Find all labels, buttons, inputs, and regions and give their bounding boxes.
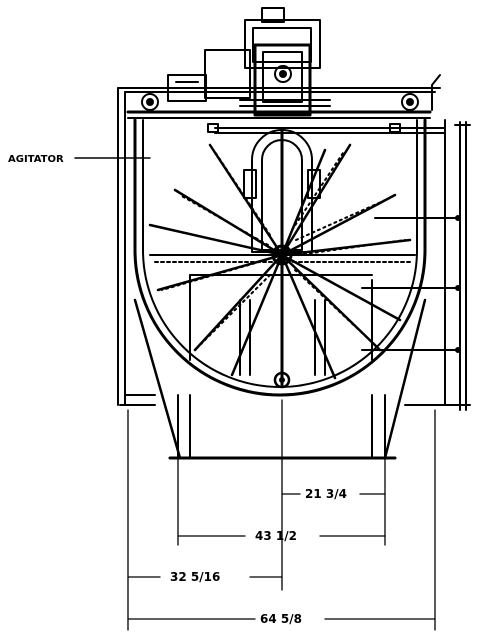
base-legs <box>119 298 466 460</box>
agitator <box>148 128 412 389</box>
dimension-32-5-16: 32 5/16 <box>170 570 220 584</box>
dimension-21-3-4: 21 3/4 <box>305 487 347 501</box>
lifting-eye-left-icon <box>141 93 159 111</box>
lifting-eye-right-icon <box>401 93 419 111</box>
dimension-43-1-2: 43 1/2 <box>255 529 297 543</box>
motor-shaft-icon <box>274 65 292 83</box>
top-frame <box>117 74 446 406</box>
dimension-64-5-8: 64 5/8 <box>260 612 302 626</box>
right-side-frame <box>361 119 471 411</box>
internal-frame <box>189 274 373 376</box>
drive-motor <box>167 7 331 117</box>
agitator-hub-icon <box>271 244 293 266</box>
dimension-lines <box>127 399 436 631</box>
agitator-label: AGITATOR <box>8 154 64 165</box>
